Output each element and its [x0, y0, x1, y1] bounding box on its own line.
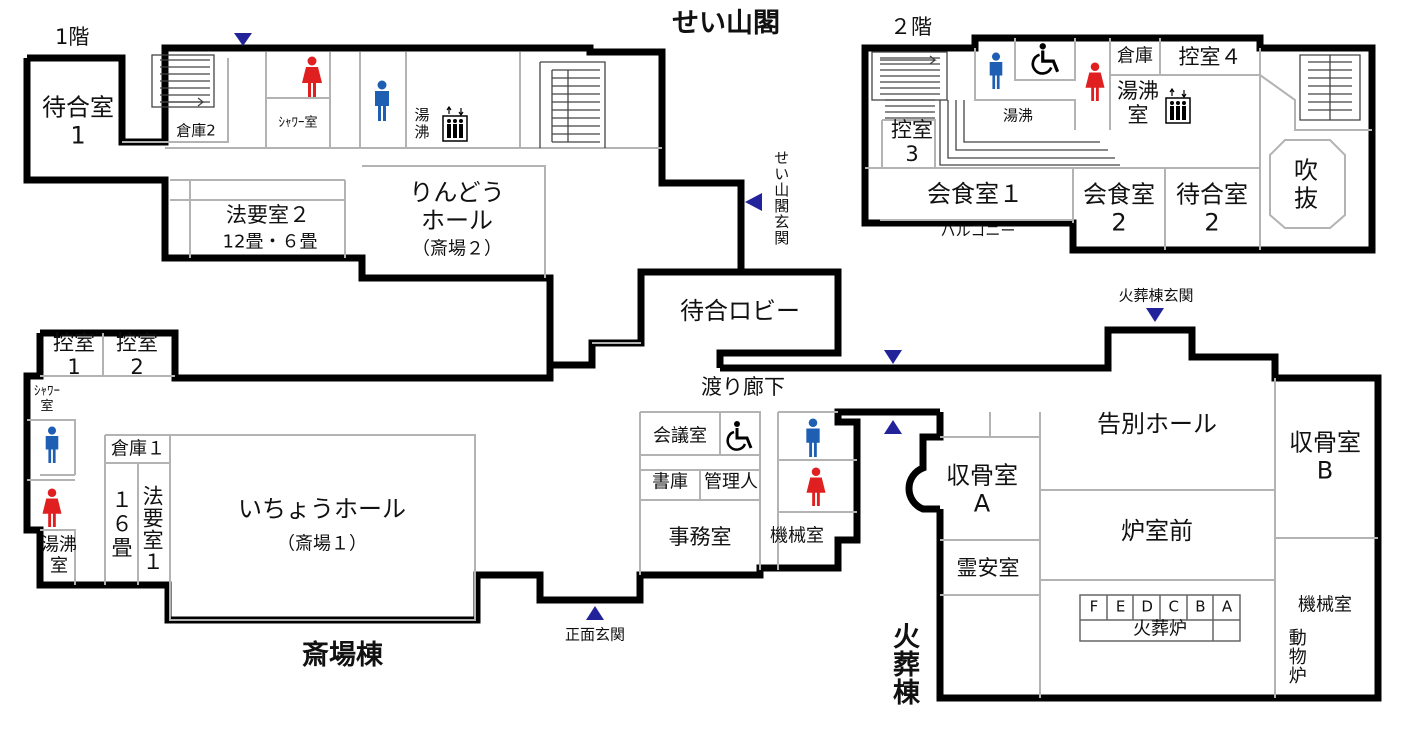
room-lobby: 待合ロビー [680, 297, 800, 326]
female-toilet-icon-saijo [42, 488, 62, 528]
saijo-wall [23, 333, 940, 624]
male-toilet-icon-office [806, 418, 820, 458]
entrance-marker-top [234, 33, 252, 46]
room-shukotsu-b: 収骨室 B [1289, 428, 1361, 484]
elevator-icon-2f [1165, 88, 1191, 124]
seizankaku-partitions [122, 52, 662, 344]
room-shukotsu-a: 収骨室 A [946, 461, 1018, 517]
entrance-marker-main [586, 606, 604, 620]
room-furnace: 火葬炉 [1133, 618, 1187, 640]
entrance-marker-seizankaku [745, 193, 762, 211]
room-2f-fukinuke: 吹 抜 [1294, 156, 1318, 212]
room-2f-storage: 倉庫 [1117, 45, 1153, 67]
room-2f-balcony: バルコニー [940, 221, 1016, 240]
room-yufutsu-small: 湯 沸 [414, 105, 430, 141]
room-2f-waiting-2: 待合室 2 [1176, 180, 1248, 236]
room-2f-kaishoku-2: 会食室 2 [1083, 180, 1155, 236]
room-hikae-2: 控室 2 [116, 330, 158, 379]
room-2f-kaishoku-1: 会食室１ [927, 180, 1023, 209]
room-manager: 管理人 [704, 471, 758, 493]
room-office: 事務室 [668, 524, 732, 549]
floor-2-label: ２階 [890, 15, 932, 39]
entrance-seizankaku-label: せい山閣玄関 [772, 150, 791, 246]
room-shower: ｼｬﾜｰ室 [278, 115, 318, 131]
entrance-kaso-label: 火葬棟玄関 [1118, 286, 1194, 305]
stairs-2f [871, 51, 1361, 166]
accessible-toilet-icon [726, 421, 753, 451]
entrance-markers [234, 33, 1164, 620]
room-icho-hall: いちょうホール [238, 495, 406, 524]
room-farewell: 告別ホール [1097, 410, 1217, 439]
room-rozen: 炉室前 [1121, 517, 1193, 546]
entrance-main-label: 正面玄関 [564, 625, 626, 644]
stairs-1f-left [151, 54, 215, 108]
room-storage-2: 倉庫2 [176, 121, 216, 140]
room-2f-hikae-4: 控室４ [1178, 44, 1242, 69]
furnace-letter: E [1115, 597, 1126, 616]
entrance-marker-corridor-top [884, 350, 902, 364]
furnace-letter: B [1195, 597, 1206, 616]
room-icho-sub: （斎場１） [277, 533, 367, 555]
accessible-toilet-icon-2f [1031, 43, 1060, 75]
entrance-marker-kaso [1146, 308, 1164, 322]
room-meeting: 会議室 [653, 425, 707, 447]
entrance-marker-corridor-bottom [884, 420, 902, 434]
room-2f-yufutsu-room: 湯沸 室 [1117, 78, 1159, 127]
seizankaku-wall [23, 58, 842, 369]
second-floor-partitions [865, 38, 1372, 250]
room-hoyo-2-size: 12畳・６畳 [222, 231, 318, 253]
room-reian: 霊安室 [956, 555, 1020, 580]
kaso-title: 火葬棟 [888, 622, 920, 706]
room-rindo-hall: りんどう ホール [409, 178, 505, 234]
furnace-letter: F [1089, 597, 1099, 616]
room-storage-1: 倉庫１ [111, 438, 165, 460]
male-toilet-icon-saijo [45, 426, 59, 463]
fukinuke-void [1269, 139, 1346, 229]
furnace-letter: A [1221, 597, 1233, 616]
corridor-label: 渡り廊下 [701, 374, 785, 399]
furnace-letter: D [1141, 597, 1153, 616]
room-shower-saijo: ｼｬﾜｰ 室 [34, 384, 60, 414]
male-toilet-icon [375, 80, 389, 121]
room-rindo-sub: （斎場２） [412, 238, 502, 260]
furnace-letter: C [1168, 597, 1180, 616]
furnace-bays [1079, 594, 1241, 642]
room-2f-yufutsu: 湯沸 [1002, 106, 1034, 125]
seizankaku-title: せい山閣 [672, 8, 780, 39]
elevator-icon [442, 106, 468, 142]
female-toilet-icon [302, 56, 322, 97]
female-toilet-icon-2f [1085, 62, 1105, 102]
room-waiting-1: 待合室 1 [42, 93, 114, 149]
room-doubutsuro: 動物炉 [1285, 628, 1307, 685]
floor-1-label: 1階 [55, 25, 90, 49]
room-machine-large: 機械室 [1298, 594, 1352, 616]
second-floor-wall [861, 34, 1376, 254]
room-hoyo-2: 法要室２ [226, 202, 310, 227]
room-machine-small: 機械室 [770, 525, 824, 547]
room-2f-hikae-3: 控室 3 [891, 117, 933, 166]
room-library: 書庫 [652, 471, 688, 493]
room-hikae-1: 控室 1 [53, 330, 95, 379]
female-toilet-icon-office [806, 467, 826, 507]
saijo-title: 斎場棟 [302, 640, 383, 671]
room-yufutsu-saijo: 湯沸 室 [41, 534, 77, 576]
saijo-partitions [27, 333, 857, 621]
kaso-partitions [940, 378, 1378, 698]
stairs-1f-right [539, 61, 606, 148]
room-hoyo-1-size: １ ６ 畳 [111, 487, 133, 561]
room-hoyo-1: 法要室１ [140, 485, 165, 573]
male-toilet-icon-2f [989, 52, 1003, 89]
